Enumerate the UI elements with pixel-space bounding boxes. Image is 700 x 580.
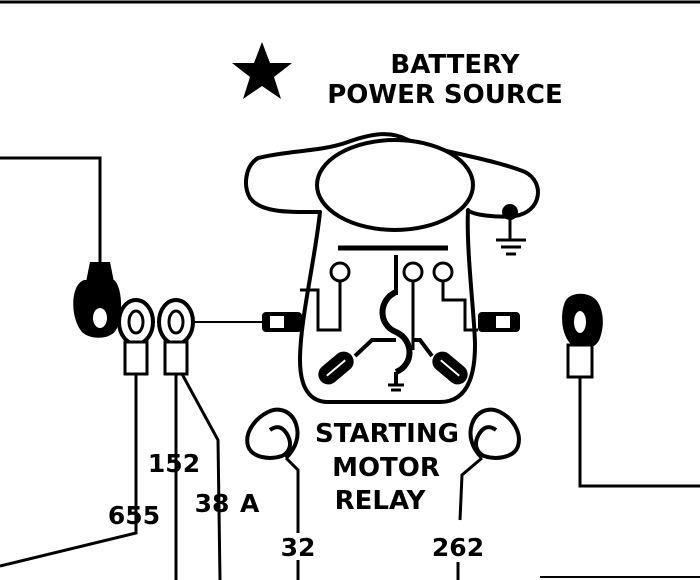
wire-to-starter-motor xyxy=(578,377,700,488)
legend-title-line2: POWER SOURCE xyxy=(327,80,562,110)
wire-left-upper xyxy=(0,156,102,262)
wire-label-38-suffix: A xyxy=(240,489,260,518)
legend-title-line1: BATTERY xyxy=(390,50,520,80)
left-battery-connector xyxy=(73,262,122,338)
wire-label-38: 38 xyxy=(195,489,230,518)
wire-label-262: 262 xyxy=(432,533,484,562)
wire-label-32: 32 xyxy=(281,533,316,562)
right-starter-connector xyxy=(562,293,603,379)
hook-terminal-32 xyxy=(245,407,300,533)
wire-38a xyxy=(180,373,222,580)
wire-655 xyxy=(0,374,138,568)
relay-label-line3: RELAY xyxy=(335,486,427,516)
ring-terminal-152 xyxy=(157,298,195,376)
ring-terminal-655 xyxy=(117,298,155,376)
ground-icon xyxy=(496,204,526,256)
star-icon xyxy=(232,42,292,99)
hook-terminal-262 xyxy=(458,407,521,521)
wire-label-655: 655 xyxy=(108,501,160,530)
relay-label-line1: STARTING xyxy=(315,419,459,449)
relay-label-line2: MOTOR xyxy=(332,453,440,483)
wire-label-152: 152 xyxy=(148,449,200,478)
starting-motor-relay xyxy=(244,132,540,404)
